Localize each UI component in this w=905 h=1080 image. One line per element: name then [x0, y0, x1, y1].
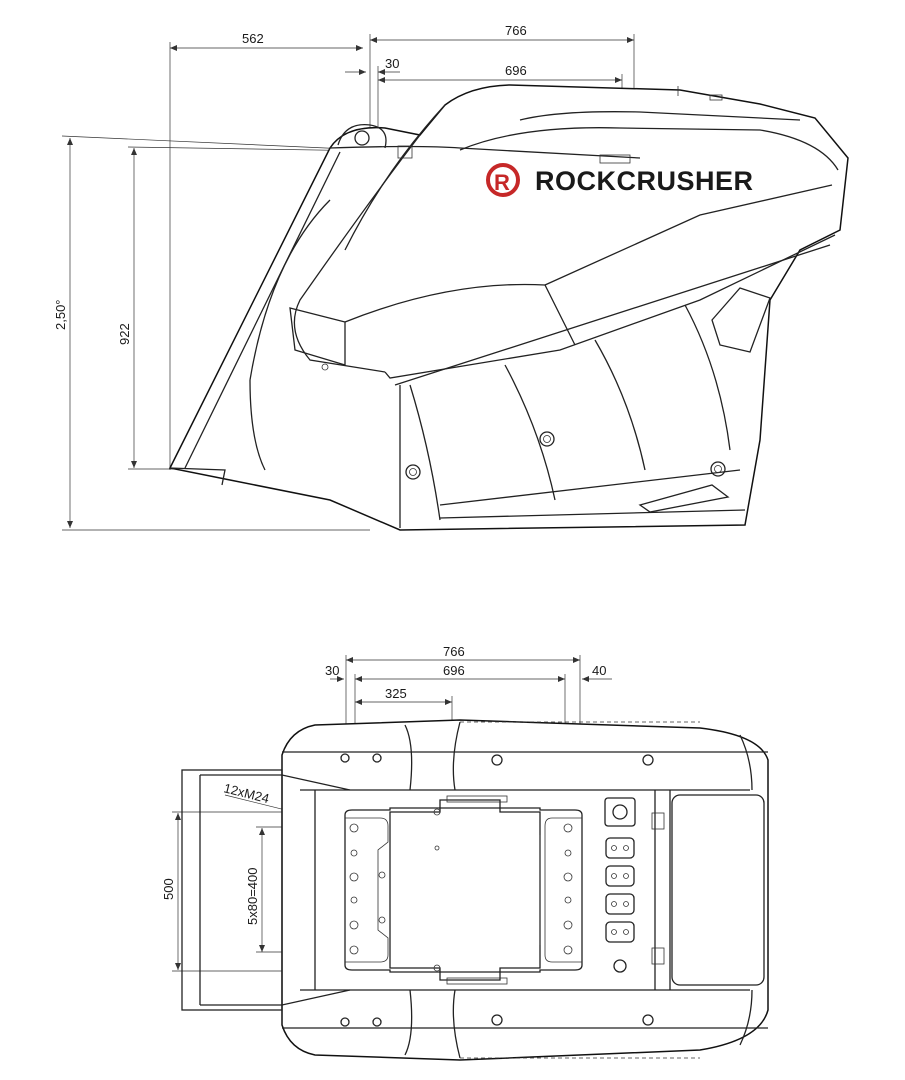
- top-dim-spacing: 5x80=400: [245, 868, 260, 925]
- logo-letter: R: [494, 170, 510, 195]
- top-dim-bolts: 12xM24: [222, 780, 271, 806]
- side-view: 562 766 30 696 2,50° 922: [53, 23, 849, 531]
- side-dim-562: 562: [242, 31, 264, 46]
- bucket-top-outline: [181, 719, 769, 1061]
- bucket-side-outline: [168, 84, 849, 531]
- hydraulic-couplings: [604, 797, 665, 973]
- side-dimension-lines: [61, 34, 635, 531]
- side-dim-696: 696: [505, 63, 527, 78]
- top-dim-500: 500: [161, 878, 176, 900]
- top-dim-696: 696: [443, 663, 465, 678]
- top-dim-30: 30: [325, 663, 339, 678]
- frame-rivets: [340, 753, 654, 1027]
- top-dim-766: 766: [443, 644, 465, 659]
- side-bolts: [321, 363, 726, 480]
- side-dim-766: 766: [505, 23, 527, 38]
- logo-ring: [486, 163, 520, 197]
- side-dim-angle: 2,50°: [53, 299, 68, 330]
- rockcrusher-logo: R ROCKCRUSHER: [486, 163, 754, 197]
- top-dim-325: 325: [385, 686, 407, 701]
- bolt-holes: [349, 808, 573, 972]
- side-dim-30: 30: [385, 56, 399, 71]
- brand-name: ROCKCRUSHER: [535, 166, 754, 196]
- side-dim-922: 922: [117, 323, 132, 345]
- top-dim-40: 40: [592, 663, 606, 678]
- top-view: 766 30 696 40 325 12xM24 500 5x80=400 40…: [161, 644, 769, 1061]
